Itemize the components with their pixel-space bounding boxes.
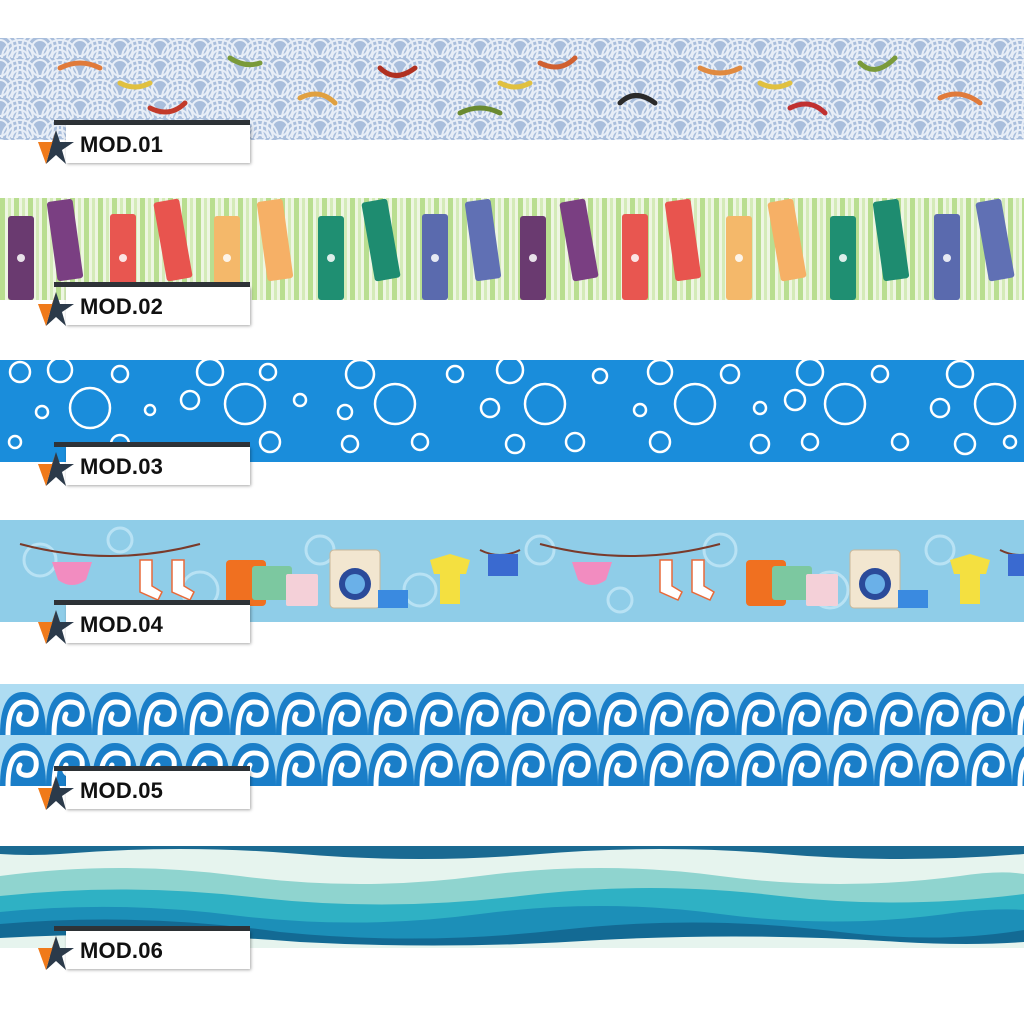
shirt-icon: [430, 554, 470, 604]
shorts-icon: [488, 554, 518, 576]
module-label-mod02: MOD.02: [36, 282, 250, 326]
underwear-icon: [52, 562, 92, 585]
label-box: [66, 931, 250, 969]
pattern-strip-mod02: [0, 198, 1024, 300]
layered-wave-pattern: [0, 846, 1024, 948]
label-bar: [54, 766, 250, 771]
module-label-mod04: MOD.04: [36, 600, 250, 644]
module-label-text: MOD.02: [80, 294, 164, 319]
label-box: [66, 605, 250, 643]
label-box: [66, 771, 250, 809]
star-logo-icon: [38, 776, 74, 810]
label-bar: [54, 600, 250, 605]
star-logo-icon: [38, 292, 74, 326]
module-label-text: MOD.05: [80, 778, 164, 803]
sock-icon: [171, 559, 195, 601]
label-box: [66, 125, 250, 163]
module-label-mod05: MOD.05: [36, 766, 250, 810]
label-box: [66, 287, 250, 325]
clothespin-pattern: [0, 198, 1024, 300]
module-label-text: MOD.03: [80, 454, 164, 479]
bubble-icons: [7, 360, 1018, 456]
label-bar: [54, 442, 250, 447]
star-logo-icon: [38, 130, 74, 164]
module-label-text: MOD.01: [80, 132, 164, 157]
label-box: [66, 447, 250, 485]
koi-fish-group: [57, 55, 983, 116]
module-label-mod01: MOD.01: [36, 120, 250, 164]
laundry-group-b: [539, 543, 1024, 609]
pattern-strip-mod06: [0, 846, 1024, 948]
module-label-text: MOD.04: [80, 612, 164, 637]
sock-icon: [139, 559, 163, 601]
clothespin-holes: [17, 254, 951, 262]
label-bar: [54, 926, 250, 931]
label-bar: [54, 120, 250, 125]
star-logo-icon: [38, 936, 74, 970]
laundry-group-a: [19, 543, 521, 609]
detergent-icon: [286, 574, 318, 606]
label-bar: [54, 282, 250, 287]
module-label-mod03: MOD.03: [36, 442, 250, 486]
basket-icon: [252, 566, 292, 600]
module-label-mod06: MOD.06: [36, 926, 250, 970]
module-label-text: MOD.06: [80, 938, 164, 963]
star-logo-icon: [38, 610, 74, 644]
star-logo-icon: [38, 452, 74, 486]
